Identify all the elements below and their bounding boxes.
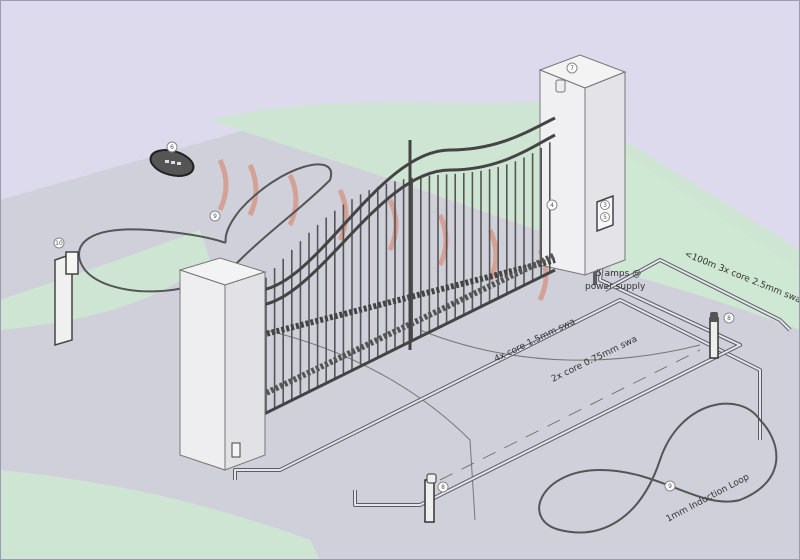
- callout-box-top: 3: [603, 202, 607, 209]
- grass-front: [0, 470, 320, 560]
- left-pillar: [178, 257, 267, 471]
- power-supply-label-line2: power supply: [585, 282, 646, 292]
- grass-left: [0, 230, 210, 330]
- photocell-post-right: [709, 312, 719, 359]
- induction-loop-right: [538, 402, 778, 534]
- signal-wave: [287, 173, 299, 227]
- right-pillar: [538, 54, 627, 276]
- junction-box: [231, 442, 241, 458]
- callout-loop-left: 9: [213, 213, 217, 220]
- signal-wave: [217, 158, 229, 212]
- callout-loop-right: 9: [668, 483, 672, 490]
- callout-gate-post: 4: [550, 202, 554, 209]
- signal-wave: [247, 163, 259, 217]
- gate-swing-arc-right: [419, 329, 701, 361]
- callout-post-left: 10: [55, 240, 63, 247]
- callout-box-bottom: 5: [603, 214, 607, 221]
- photocell-beam: [439, 349, 701, 481]
- power-supply-label-line1: 5 amps @: [596, 269, 641, 279]
- gate: [260, 116, 557, 417]
- callout-photocell-front: 8: [441, 484, 445, 491]
- induction-loop-left: [77, 163, 333, 293]
- signal-wave: [337, 188, 349, 242]
- grass-right: [610, 150, 800, 330]
- callout-photocell-right: 8: [727, 315, 731, 322]
- grass-back: [210, 100, 800, 330]
- signal-wave: [387, 198, 399, 252]
- callout-pillar-top: 7: [570, 65, 574, 72]
- callout-remote: 6: [170, 144, 174, 151]
- callout-markers: 6 9 10 7 4 3 5 8 8 9: [53, 62, 735, 493]
- receiver-unit: [555, 79, 566, 93]
- keypad-post: [54, 251, 79, 347]
- photocell-post-front: [424, 473, 437, 523]
- gate-swing-arc-left: [264, 329, 476, 521]
- cables: [233, 239, 792, 507]
